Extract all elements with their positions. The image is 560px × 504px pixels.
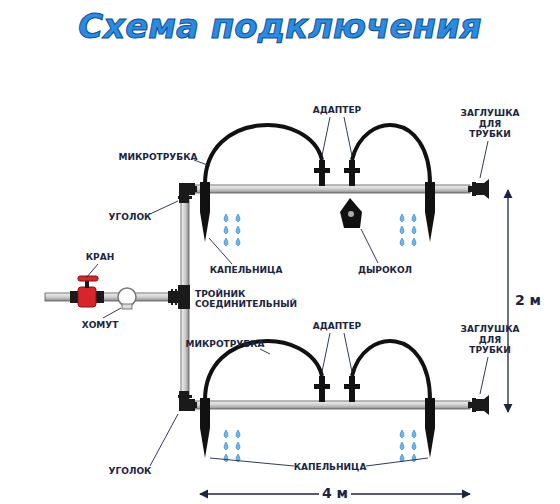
clamp [118,288,136,309]
valve [70,276,104,307]
part-label: ЗАГЛУШКА ДЛЯ ТРУБКИ [459,108,521,139]
part-label: АДАПТЕР [313,105,361,115]
part-label: АДАПТЕР [313,321,361,331]
part-label: УГОЛОК [109,212,152,222]
pipes [45,185,470,409]
part-label: МИКРОТРУБКА [119,152,198,162]
dripper-row [200,125,435,242]
part-label: ТРОЙНИК СОЕДИНИТЕЛЬНЫЙ [195,289,305,310]
tee-fitting [168,285,190,309]
part-label: КАПЕЛЬНИЦА [294,462,367,472]
part-label: ДЫРОКОЛ [358,265,412,275]
part-label: МИКРОТРУБКА [186,339,265,349]
hole-punch [340,198,362,228]
part-label: КРАН [86,252,114,262]
part-label: ХОМУТ [82,320,119,330]
leader-lines [86,117,508,494]
end-caps [468,179,489,415]
dimension-label: 2 м [512,292,544,308]
part-label: ЗАГЛУШКА ДЛЯ ТРУБКИ [459,324,521,355]
elbow-fittings [178,183,197,411]
part-label: КАПЕЛЬНИЦА [210,265,283,275]
water-drops [224,214,416,462]
part-label: УГОЛОК [109,466,152,476]
title: Схема подключения [78,6,481,46]
dimension-label: 4 м [319,485,351,501]
